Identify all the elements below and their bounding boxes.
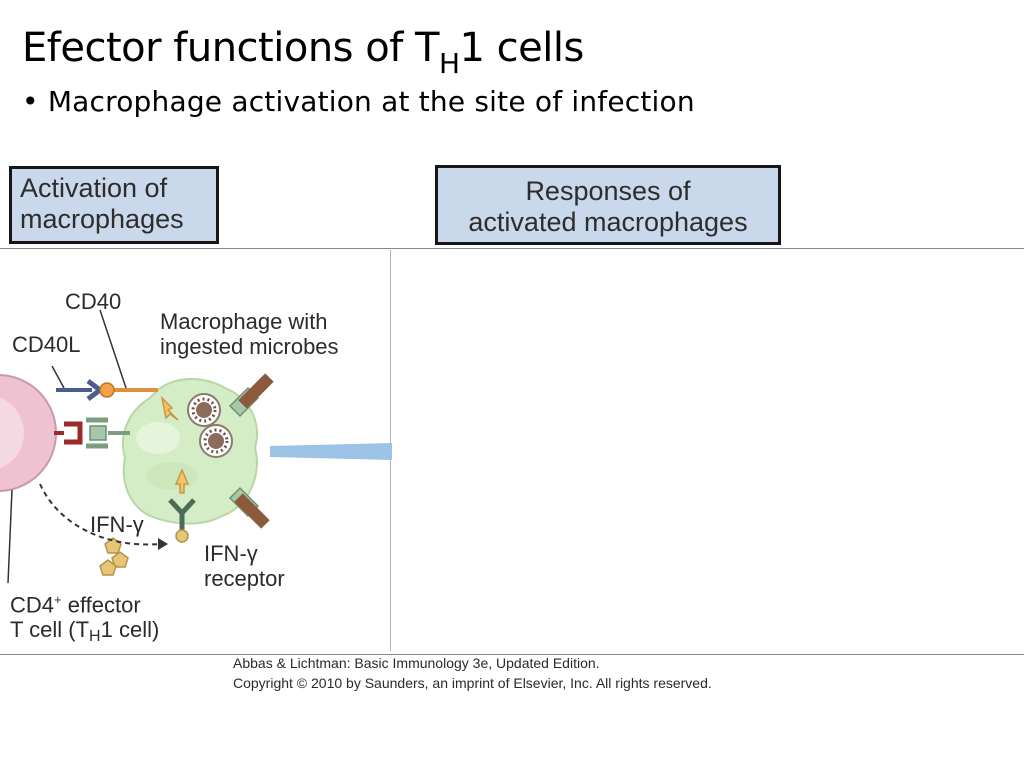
label-ifn-gamma-receptor: IFN-γ receptor bbox=[204, 541, 285, 591]
label-t-cell-line2: T cell (TH1 cell) bbox=[10, 617, 159, 645]
macrophage-nucleus bbox=[136, 422, 180, 454]
t-cell-tail: 1 cell) bbox=[100, 617, 160, 643]
title-main: Efector functions of T bbox=[22, 25, 439, 71]
response-arrow bbox=[270, 443, 392, 460]
microbe-icon bbox=[187, 393, 221, 427]
label-ifn-receptor-line2: receptor bbox=[204, 566, 285, 591]
surface-receptor bbox=[228, 373, 274, 418]
label-t-cell: CD4+ effector T cell (TH1 cell) bbox=[10, 587, 159, 645]
t-cell-sup: + bbox=[54, 592, 62, 607]
bullet-point: • Macrophage activation at the site of i… bbox=[22, 85, 695, 118]
cd40l-ligand bbox=[56, 379, 105, 401]
credit-copyright: Copyright © 2010 by Saunders, an imprint… bbox=[233, 675, 712, 691]
cd40-receptor bbox=[99, 382, 158, 398]
signal-arrow-icon bbox=[160, 395, 190, 494]
title-subscript: H bbox=[438, 47, 460, 80]
label-macrophage-line2: ingested microbes bbox=[160, 334, 339, 359]
label-macrophage: Macrophage with ingested microbes bbox=[160, 309, 339, 359]
surface-receptor bbox=[228, 486, 270, 529]
microbe-icon bbox=[199, 424, 233, 458]
activation-header-box: Activation of macrophages bbox=[9, 166, 219, 244]
label-ifn-gamma: IFN-γ bbox=[90, 512, 144, 537]
macrophage-activation-diagram bbox=[0, 309, 392, 584]
label-macrophage-line1: Macrophage with bbox=[160, 309, 328, 334]
t-cell-main: T cell (T bbox=[10, 617, 90, 643]
label-cd40l: CD40L bbox=[12, 332, 81, 357]
credit-source: Abbas & Lichtman: Basic Immunology 3e, U… bbox=[233, 655, 600, 671]
label-t-cell-line1: CD4+ effector bbox=[10, 587, 159, 617]
activation-header-line1: Activation of bbox=[20, 173, 168, 203]
t-cell-cd4: CD4 bbox=[10, 592, 55, 618]
ifn-gamma-molecules bbox=[99, 537, 129, 576]
t-cell bbox=[0, 374, 57, 492]
label-leader-lines bbox=[7, 309, 127, 584]
responses-header-line1: Responses of bbox=[525, 176, 691, 206]
label-cd40: CD40 bbox=[65, 289, 122, 314]
label-ifn-receptor-line1: IFN-γ bbox=[204, 541, 258, 566]
slide-title: Efector functions of TH1 cells bbox=[22, 25, 585, 78]
t-cell-effector: effector bbox=[61, 592, 141, 618]
t-cell-sub: H bbox=[89, 628, 101, 646]
secretion-arrow bbox=[39, 483, 168, 550]
ifn-gamma-receptor bbox=[168, 498, 196, 543]
responses-header-line2: activated macrophages bbox=[468, 207, 748, 237]
responses-header-box: Responses of activated macrophages bbox=[435, 165, 781, 245]
title-tail: 1 cells bbox=[459, 25, 585, 71]
tcr-mhc-complex bbox=[54, 417, 130, 449]
activation-header-line2: macrophages bbox=[20, 204, 184, 234]
